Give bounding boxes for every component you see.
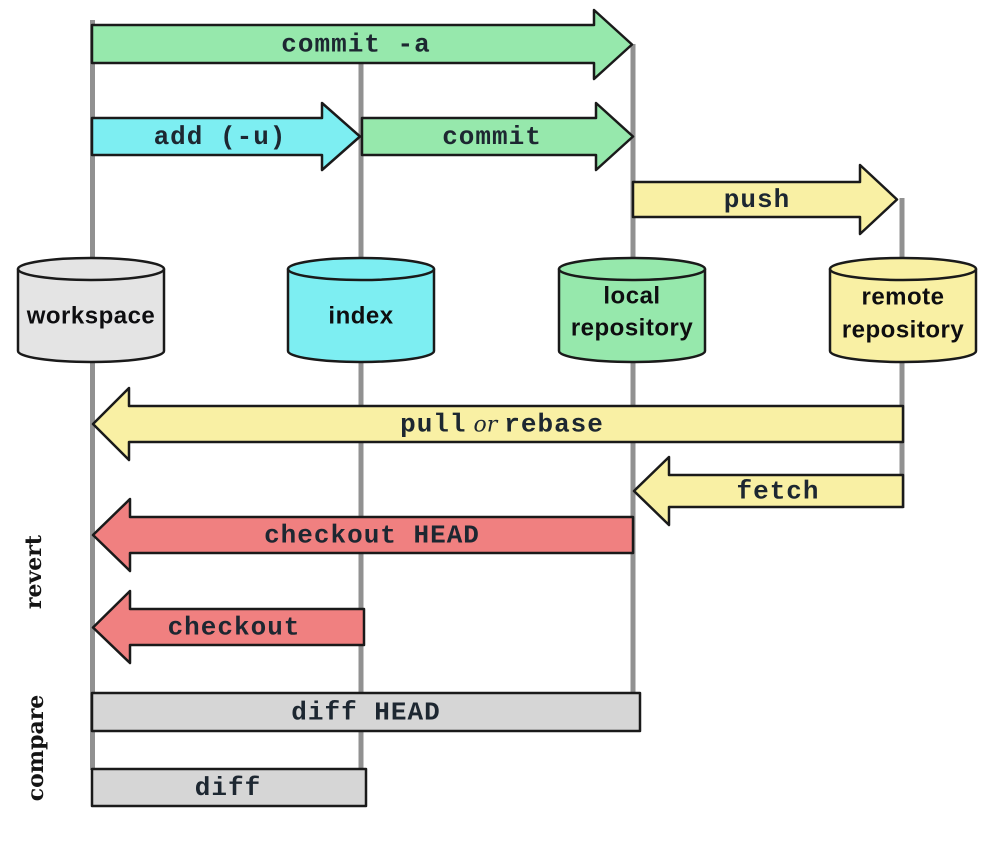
arrow-pull-or-rebase-body — [91, 386, 905, 462]
cylinder-remote-repository-top — [828, 256, 978, 282]
cylinder-remote-repository-side — [828, 267, 978, 364]
bar-diff: diff — [90, 767, 368, 808]
arrow-commit-body — [360, 101, 635, 172]
arrow-checkout-label: checkout — [168, 613, 301, 643]
cylinder-local-repository-label-line2: repository — [571, 315, 694, 342]
arrow-push-label: push — [724, 185, 790, 215]
cylinder-remote-repository: remote repository — [828, 256, 978, 364]
bar-diff-label: diff — [195, 773, 261, 803]
arrow-push-body — [631, 163, 899, 236]
arrow-pull-or-rebase: pull or rebase — [91, 386, 905, 462]
bar-diff-head: diff HEAD — [90, 691, 642, 733]
cylinder-local-repository-side — [557, 267, 707, 364]
arrow-add: add (-u) — [90, 101, 362, 172]
arrow-pull-or-rebase-label: pull or rebase — [400, 410, 604, 440]
cylinder-index: index — [286, 256, 436, 364]
arrow-commit-a: commit -a — [90, 8, 634, 81]
cylinder-index-top — [286, 256, 436, 282]
cylinder-workspace-label: workspace — [26, 303, 156, 330]
arrow-push: push — [631, 163, 899, 236]
arrow-checkout: checkout — [91, 589, 366, 665]
cylinder-workspace-top — [16, 256, 166, 282]
arrow-fetch-body — [632, 455, 905, 527]
arrow-fetch-label: fetch — [736, 477, 819, 507]
cylinder-index-label: index — [328, 303, 393, 330]
cylinder-remote-repository-label-line1: remote — [861, 284, 944, 311]
cylinder-local-repository: local repository — [557, 256, 707, 364]
rebase-word: rebase — [504, 410, 604, 440]
side-label-compare: compare — [23, 695, 49, 802]
arrow-checkout-head-body — [91, 497, 635, 573]
arrow-fetch: fetch — [632, 455, 905, 527]
cylinder-local-repository-top — [557, 256, 707, 282]
cylinder-index-side — [286, 267, 436, 364]
arrow-commit-a-body — [90, 8, 634, 81]
arrow-commit-a-label: commit -a — [281, 30, 430, 60]
arrow-commit-label: commit — [442, 122, 542, 152]
or-word: or — [467, 412, 505, 437]
arrow-commit: commit — [360, 101, 635, 172]
cylinder-local-repository-label-line1: local — [603, 283, 660, 310]
cylinder-workspace: workspace — [16, 256, 166, 364]
cylinder-workspace-side — [16, 267, 166, 364]
arrow-add-body — [90, 101, 362, 172]
bar-diff-head-label: diff HEAD — [291, 698, 440, 728]
arrow-add-label: add (-u) — [154, 122, 287, 152]
bar-diff-body — [90, 767, 368, 808]
side-label-revert: revert — [21, 534, 47, 609]
arrow-checkout-head-label: checkout HEAD — [264, 521, 480, 551]
arrow-checkout-body — [91, 589, 366, 665]
arrow-checkout-head: checkout HEAD — [91, 497, 635, 573]
bar-diff-head-body — [90, 691, 642, 733]
pull-word: pull — [400, 410, 466, 440]
cylinder-remote-repository-label-line2: repository — [842, 317, 965, 344]
